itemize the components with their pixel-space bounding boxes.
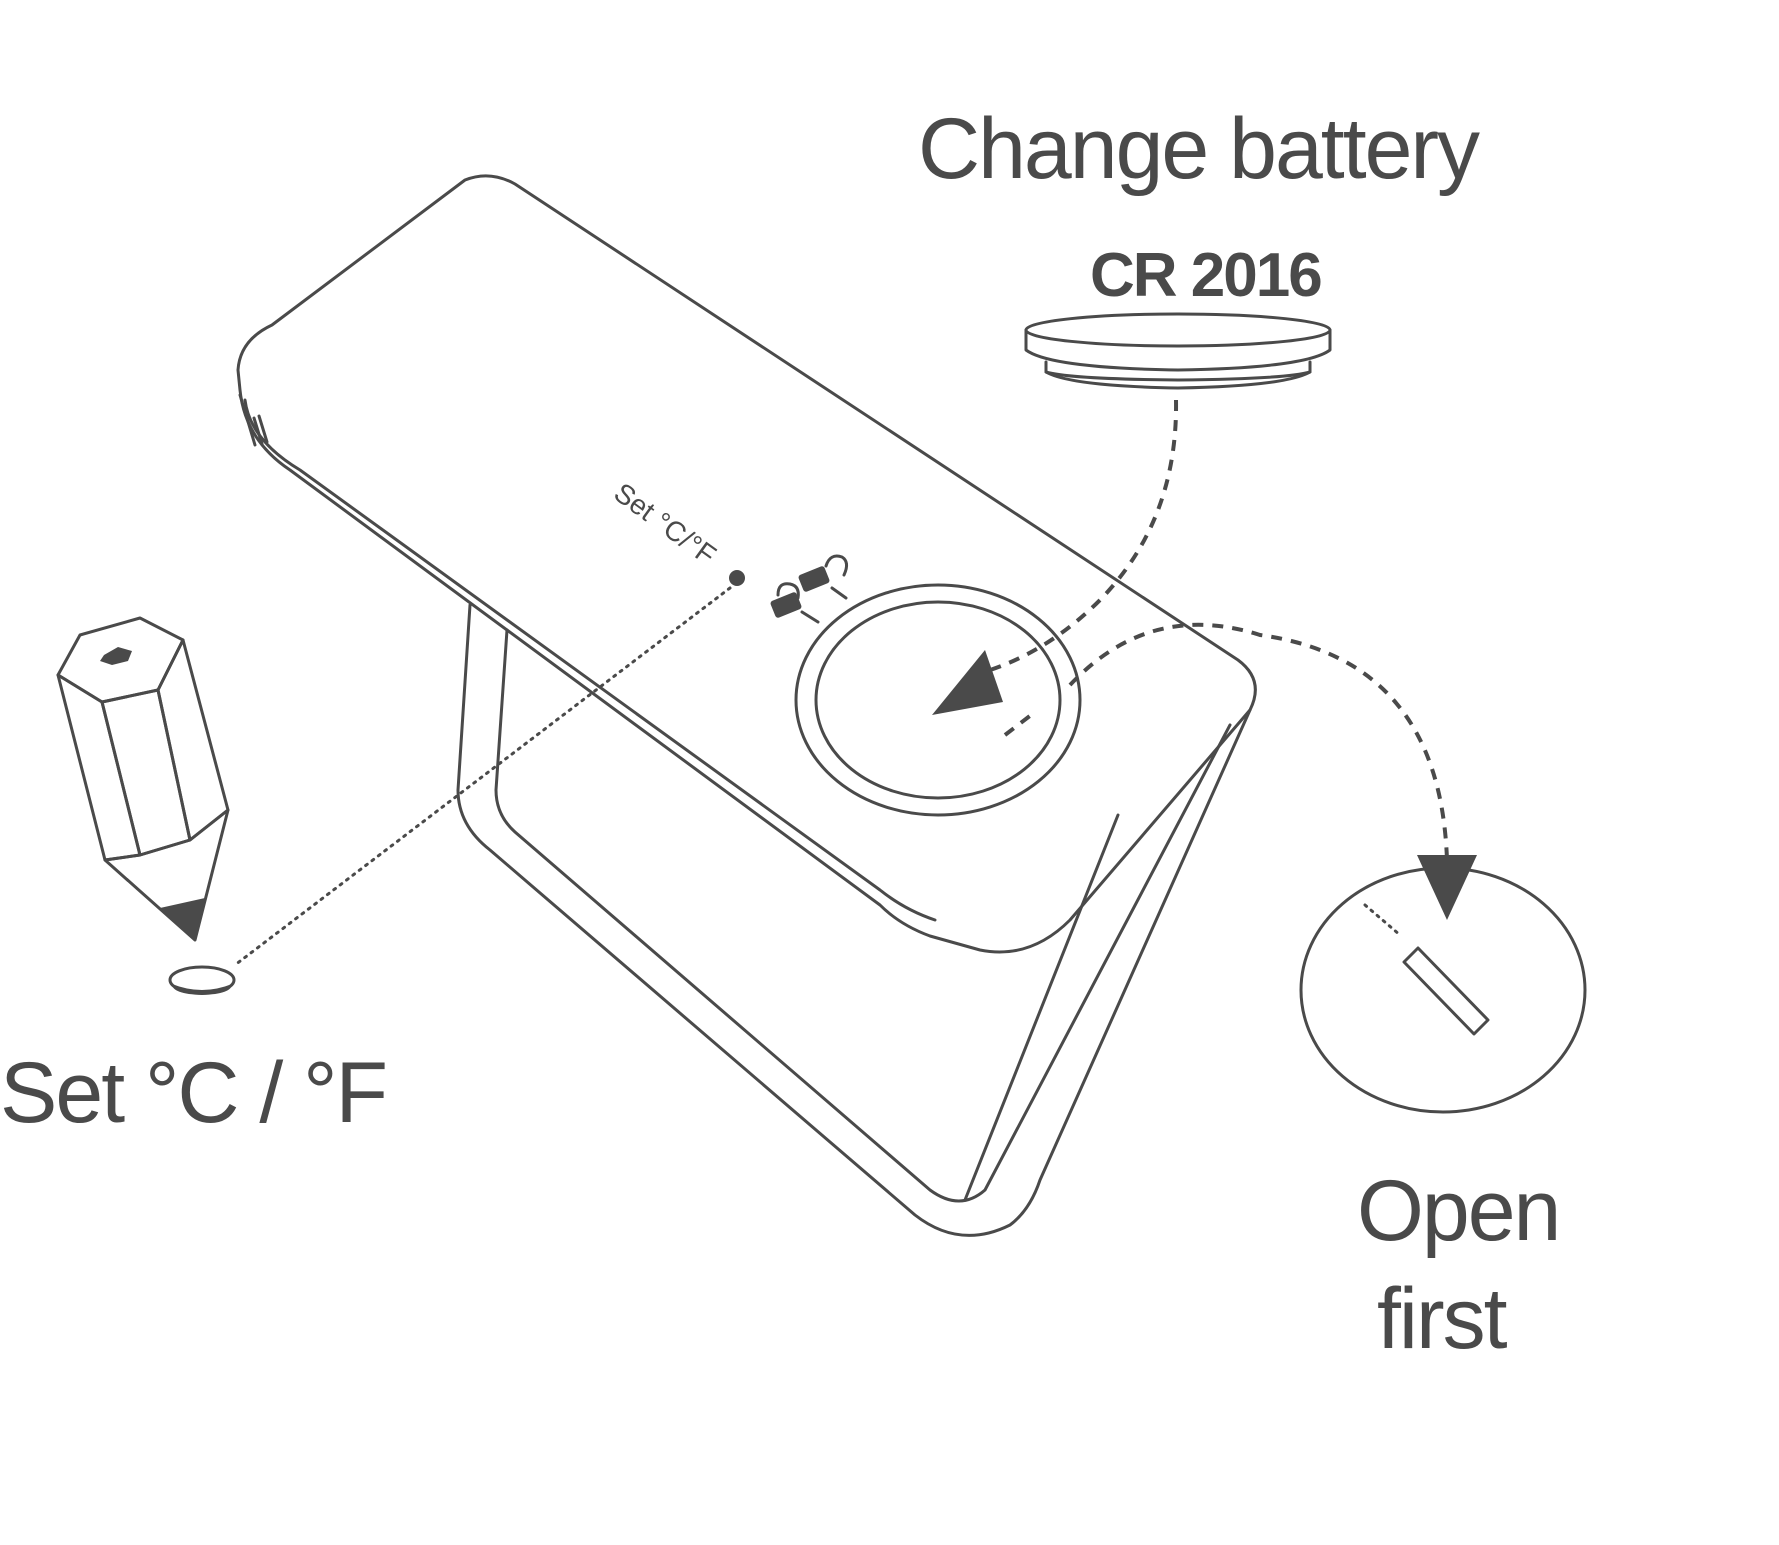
device-stand-outer bbox=[456, 603, 1252, 1237]
change-battery-label: Change battery bbox=[918, 101, 1480, 197]
battery-lid-outer bbox=[794, 583, 1082, 817]
set-unit-label: Set °C / °F bbox=[0, 1045, 386, 1141]
set-unit-dotted-guide bbox=[233, 586, 732, 967]
device-stand-inner bbox=[494, 628, 1232, 1203]
battery-type-label: CR 2016 bbox=[1090, 241, 1321, 310]
lock-closed-icon bbox=[770, 582, 820, 624]
device-side-edge bbox=[238, 393, 257, 447]
lid-dash-mark bbox=[1003, 710, 1037, 737]
set-unit-small-label: Set °C/°F bbox=[608, 477, 721, 571]
open-detail-view bbox=[1299, 866, 1587, 1114]
lock-open-icon bbox=[798, 554, 849, 600]
open-first-label-line1: Open bbox=[1357, 1163, 1559, 1259]
device-grip-mark bbox=[252, 414, 269, 446]
battery-insert-arrow-path bbox=[989, 399, 1179, 672]
open-first-arrow-path bbox=[1068, 622, 1449, 861]
battery-lid-inner bbox=[814, 600, 1062, 800]
device-stand-inner-right bbox=[963, 813, 1120, 1202]
coin-battery-icon bbox=[1024, 312, 1332, 390]
device-top-cover bbox=[236, 174, 1257, 954]
pencil-icon bbox=[56, 616, 230, 942]
thermometer-device bbox=[236, 174, 1257, 1237]
arrow-icon bbox=[932, 650, 1003, 715]
reset-hole bbox=[168, 965, 236, 995]
arrow-icon bbox=[1417, 855, 1477, 920]
device-top-inner-edge bbox=[243, 398, 937, 922]
set-unit-button-dot bbox=[729, 570, 745, 586]
battery-lid bbox=[794, 583, 1082, 817]
open-first-label-line2: first bbox=[1377, 1271, 1508, 1367]
